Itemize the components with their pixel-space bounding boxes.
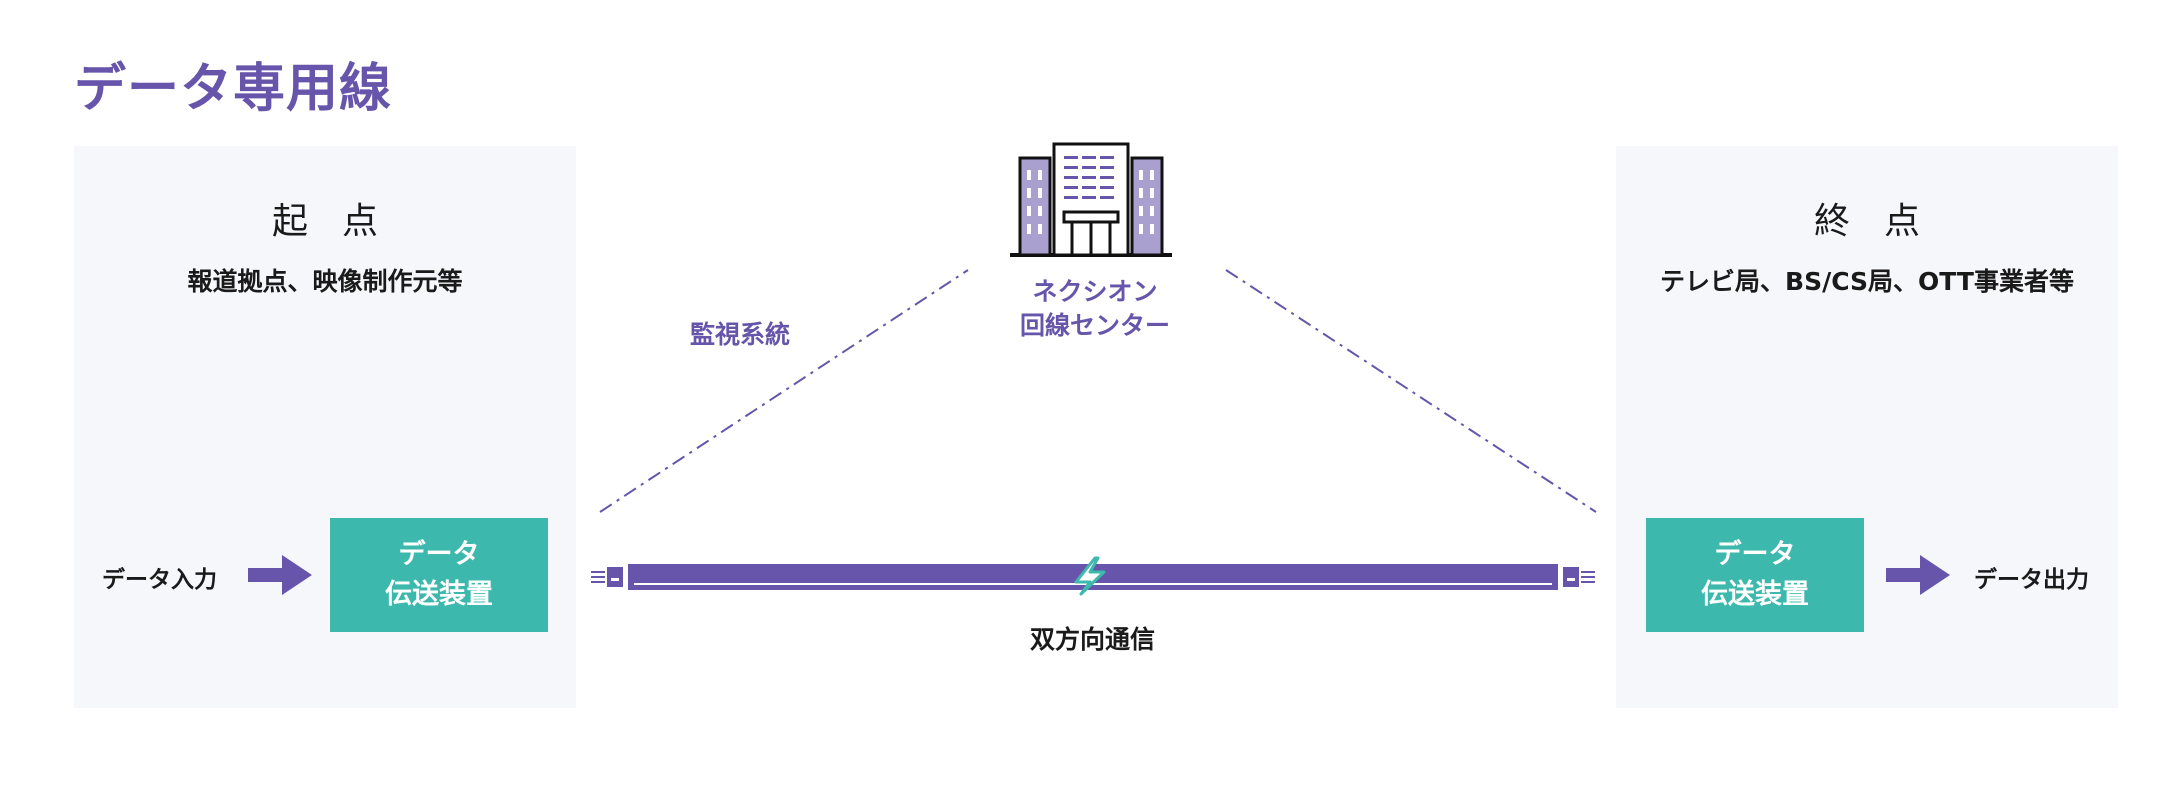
origin-transmission-device: データ 伝送装置 [330, 518, 548, 632]
destination-heading: 終点 [1813, 201, 1954, 242]
arrow-right-icon [1886, 555, 1950, 595]
lightning-icon [1074, 556, 1106, 596]
destination-device-line-2: 伝送装置 [1701, 579, 1809, 610]
building-icon [1010, 142, 1172, 257]
page-title: データ専用線 [74, 59, 393, 119]
data-output-label: データ出力 [1974, 567, 2089, 593]
monitoring-label: 監視系統 [690, 320, 791, 349]
arrow-right-icon [248, 555, 312, 595]
bidirectional-label: 双方向通信 [1030, 625, 1156, 654]
origin-subtitle: 報道拠点、映像制作元等 [187, 267, 463, 296]
center-name-line-2: 回線センター [1019, 311, 1170, 340]
data-input-label: データ入力 [102, 567, 217, 593]
destination-transmission-device: データ 伝送装置 [1646, 518, 1864, 632]
monitoring-line-left [599, 269, 969, 513]
origin-device-line-2: 伝送装置 [385, 579, 493, 610]
monitoring-line-right [1225, 269, 1597, 513]
destination-device-line-1: データ [1714, 539, 1796, 570]
center-name: ネクシオン 回線センター [995, 275, 1195, 343]
origin-heading: 起点 [271, 201, 412, 242]
destination-subtitle: テレビ局、BS/CS局、OTT事業者等 [1660, 267, 2074, 296]
center-name-line-1: ネクシオン [1032, 277, 1158, 306]
origin-device-line-1: データ [398, 539, 480, 570]
